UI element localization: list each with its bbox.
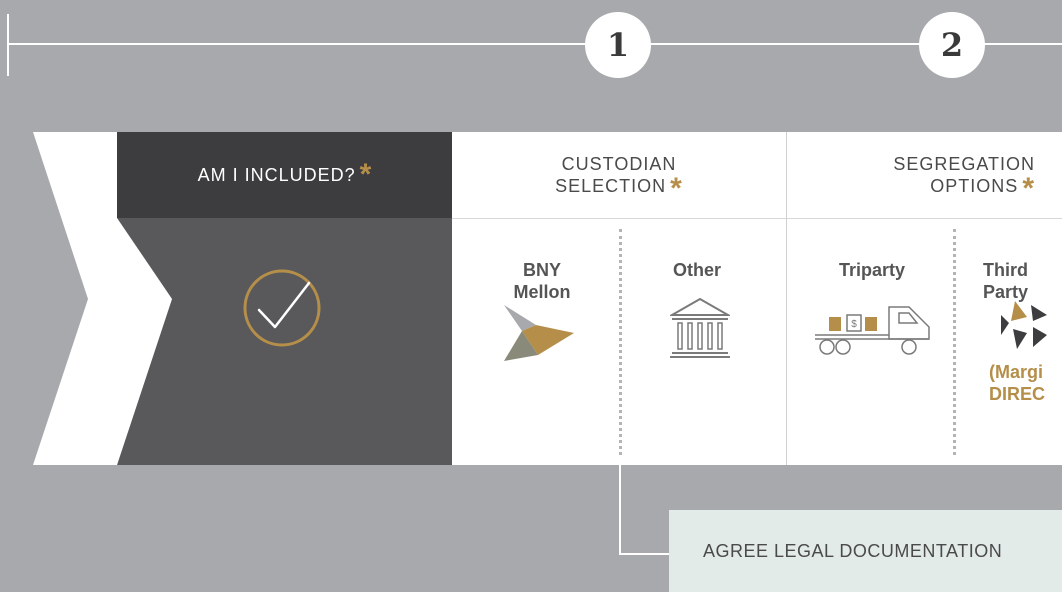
option-triparty-line1: Triparty — [838, 260, 906, 280]
svg-text:$: $ — [851, 319, 857, 330]
timeline-start-tick — [7, 14, 9, 76]
step-2-circle: 2 — [919, 12, 985, 78]
option-third-party-note-line2: DIREC — [989, 384, 1046, 404]
custodian-title-line1: CUSTODIAN — [561, 154, 677, 174]
segregation-star-icon: * — [1022, 172, 1035, 205]
option-third-party-line1: Third — [983, 260, 1028, 280]
aperture-icon — [1001, 301, 1047, 349]
segregation-body: Triparty $ Third Party (Margi DIREC — [787, 219, 1062, 465]
option-bny-line1: BNY — [522, 260, 561, 280]
bny-mellon-logo-icon — [504, 305, 574, 361]
included-body — [117, 218, 452, 465]
custodian-star-icon: * — [670, 172, 683, 205]
custodian-title-line2: SELECTION — [555, 176, 667, 196]
legal-documentation-label: AGREE LEGAL DOCUMENTATION — [703, 540, 1003, 561]
option-third-party-note: (Margi DIREC — [989, 361, 1062, 405]
section-divider — [786, 132, 787, 465]
included-header: AM I INCLUDED? * — [117, 132, 452, 218]
option-third-party-label[interactable]: Third Party — [983, 259, 1062, 303]
connector-vertical — [619, 465, 621, 555]
truck-icon: $ — [815, 306, 930, 355]
custodian-header: CUSTODIAN SELECTION* — [452, 132, 786, 219]
option-bny-line2: Mellon — [513, 282, 571, 302]
option-third-party-note-line1: (Margi — [989, 362, 1043, 382]
option-other-label[interactable]: Other — [642, 259, 752, 281]
checkmark-circle-icon — [243, 269, 321, 347]
step-2-number: 2 — [940, 26, 964, 64]
bank-building-icon — [670, 297, 730, 358]
timeline-line — [8, 43, 1062, 45]
option-third-party-line2: Party — [983, 282, 1029, 302]
step-1-number: 1 — [606, 26, 630, 64]
custodian-dotted-divider — [619, 229, 622, 455]
segregation-title-line2: OPTIONS — [930, 176, 1019, 196]
segregation-dotted-divider — [953, 229, 956, 455]
segregation-header: SEGREGATION OPTIONS* — [787, 132, 1062, 219]
connector-horizontal — [619, 553, 671, 555]
included-star-icon: * — [359, 158, 372, 191]
option-bny-mellon-label[interactable]: BNY Mellon — [492, 259, 592, 303]
included-label: AM I INCLUDED? — [197, 164, 356, 185]
custodian-body: BNY Mellon Other — [452, 219, 786, 465]
legal-documentation-box[interactable]: AGREE LEGAL DOCUMENTATION — [669, 510, 1062, 592]
option-triparty-label[interactable]: Triparty — [807, 259, 937, 281]
segregation-title-line1: SEGREGATION — [893, 154, 1035, 174]
chevron-overlay — [88, 218, 172, 465]
step-1-circle: 1 — [585, 12, 651, 78]
option-other-line1: Other — [672, 260, 721, 280]
